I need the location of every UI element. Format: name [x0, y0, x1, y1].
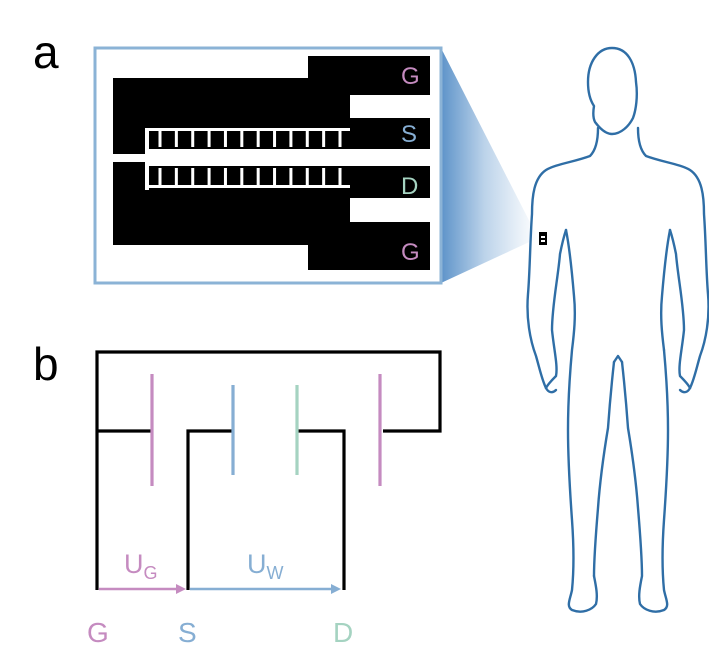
finger-gap-top — [240, 131, 244, 147]
drain-wire — [297, 429, 346, 590]
terminal-label-drain: D — [333, 617, 353, 648]
pad-label-drain: D — [401, 173, 418, 200]
finger-gap-top — [174, 131, 178, 147]
pad-label-gate-top: G — [401, 63, 420, 90]
source-wire — [186, 429, 233, 590]
finger-gap-top — [289, 131, 293, 147]
finger-gap-bottom — [273, 168, 277, 185]
source-pad — [350, 118, 430, 149]
finger-boundary-bottom — [145, 185, 350, 188]
finger-gap-bottom — [305, 168, 309, 185]
finger-gap-top — [322, 131, 326, 147]
panel-b-label: b — [33, 338, 59, 390]
finger-gap-bottom — [240, 168, 244, 185]
finger-gap-bottom — [223, 168, 227, 185]
finger-gap-bottom — [158, 168, 162, 185]
channel-gap-upper — [145, 149, 350, 152]
gate-voltage-arrow — [99, 584, 186, 594]
channel-gap-lower — [145, 163, 350, 166]
gate-wire — [95, 350, 442, 590]
drain-pad — [350, 166, 430, 198]
terminal-label-source: S — [178, 617, 197, 648]
chip-gaps — [113, 128, 430, 190]
human-body-outline-icon — [526, 46, 709, 613]
finger-gap-top — [223, 131, 227, 147]
sensor-patch-icon — [539, 232, 547, 245]
panel-a-label: a — [33, 26, 59, 78]
zoom-wedge — [441, 48, 538, 283]
finger-gap-bottom — [338, 168, 342, 185]
finger-gap-bottom — [322, 168, 326, 185]
finger-boundary-top — [145, 128, 350, 131]
pad-label-gate-bottom: G — [401, 239, 420, 266]
finger-gap-top — [256, 131, 260, 147]
water-voltage-label: UW — [247, 549, 284, 583]
finger-gap-bottom — [207, 168, 211, 185]
channel-gap-vertical — [145, 130, 149, 190]
finger-gap-top — [338, 131, 342, 147]
finger-gap-top — [191, 131, 195, 147]
channel-gap-left — [113, 154, 145, 162]
finger-gap-bottom — [256, 168, 260, 185]
finger-gap-top — [273, 131, 277, 147]
circuit-schematic — [95, 350, 442, 590]
finger-gap-top — [305, 131, 309, 147]
water-voltage-arrow — [190, 584, 341, 594]
finger-gap-bottom — [289, 168, 293, 185]
gate-electrode-top — [113, 56, 430, 118]
finger-gap-bottom — [174, 168, 178, 185]
finger-gap-top — [158, 131, 162, 147]
gate-voltage-label: UG — [124, 549, 158, 583]
finger-gap-top — [207, 131, 211, 147]
pad-label-source: S — [401, 121, 417, 148]
terminal-label-gate: G — [87, 617, 109, 648]
gate-electrode-bottom — [113, 198, 430, 270]
pad-separator-gap — [350, 149, 430, 166]
finger-gap-bottom — [191, 168, 195, 185]
